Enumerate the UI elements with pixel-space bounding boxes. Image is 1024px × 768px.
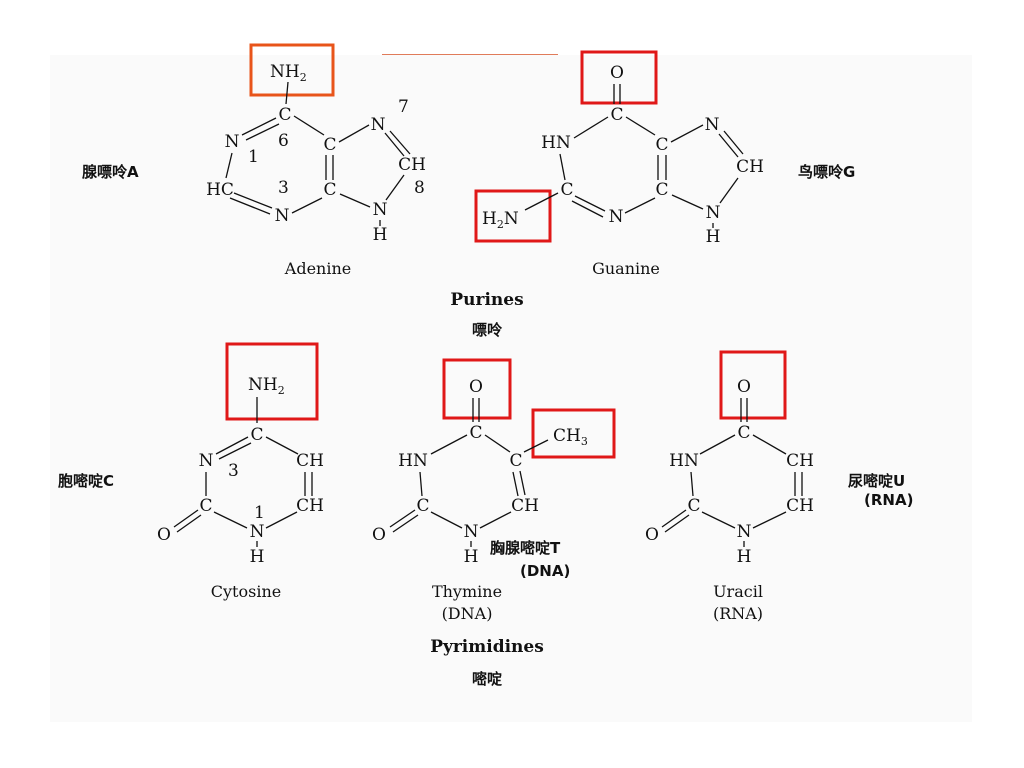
uracil-label-cn-note: (RNA) xyxy=(864,491,913,509)
adenine-position-8: 8 xyxy=(414,178,425,198)
adenine-atom-c4: C xyxy=(323,180,336,200)
thymine-atom-o: O xyxy=(372,525,386,545)
cytosine-position-1: 1 xyxy=(254,503,265,523)
adenine-atom-c6: C xyxy=(278,105,291,125)
cytosine-amino-highlight xyxy=(225,342,319,421)
uracil-carbonyl-highlight xyxy=(719,350,787,420)
cytosine-atom-c4: C xyxy=(250,425,263,445)
adenine-atom-h9: H xyxy=(373,225,388,245)
adenine-atom-ch8: CH xyxy=(398,155,426,175)
thymine-atom-c2: C xyxy=(416,496,429,516)
thymine-label-cn-note: (DNA) xyxy=(520,562,570,580)
cytosine-atom-o: O xyxy=(157,525,171,545)
pyrimidines-title: Pyrimidines xyxy=(430,637,544,657)
thymine-atom-n1: N xyxy=(464,522,479,542)
adenine-label-cn: 腺嘌呤A xyxy=(82,163,139,181)
pyrimidines-title-cn: 嘧啶 xyxy=(472,670,502,688)
uracil-atom-ch5: CH xyxy=(786,451,814,471)
uracil-name-note: (RNA) xyxy=(713,604,763,623)
adenine-structure: NH2 C N HC N C C N CH N H 1 3 6 7 8 xyxy=(206,43,426,245)
guanine-atom-h9: H xyxy=(706,227,721,247)
thymine-atom-hn3: HN xyxy=(398,451,428,471)
purines-title-cn: 嘌呤 xyxy=(472,321,503,339)
uracil-atom-o-top: O xyxy=(737,377,751,397)
adenine-atom-hc2: HC xyxy=(206,180,234,200)
cytosine-structure: NH2 C N CH CH C O N H 3 1 xyxy=(157,342,324,567)
cytosine-atom-ch5: CH xyxy=(296,451,324,471)
adenine-position-7: 7 xyxy=(398,97,409,117)
adenine-amino-highlight xyxy=(249,43,335,97)
guanine-name: Guanine xyxy=(592,259,660,278)
guanine-atom-n3: N xyxy=(609,207,624,227)
adenine-atom-n7: N xyxy=(371,115,386,135)
guanine-amino-highlight xyxy=(474,189,552,243)
adenine-atom-c5: C xyxy=(323,135,336,155)
cytosine-atom-ch6: CH xyxy=(296,496,324,516)
guanine-structure: O C HN C H2N N C C N CH N H xyxy=(474,50,764,247)
uracil-atom-h1: H xyxy=(737,547,752,567)
adenine-position-1: 1 xyxy=(248,147,259,167)
uracil-structure: O C HN CH CH C O N H xyxy=(645,350,814,567)
guanine-atom-o: O xyxy=(610,63,624,83)
cytosine-atom-n1: N xyxy=(250,522,265,542)
uracil-atom-ch6: CH xyxy=(786,496,814,516)
guanine-atom-h2n: H2N xyxy=(482,209,519,231)
thymine-label-cn: 胸腺嘧啶T xyxy=(490,539,561,557)
guanine-atom-c5: C xyxy=(655,135,668,155)
uracil-atom-c2: C xyxy=(687,496,700,516)
adenine-name: Adenine xyxy=(284,259,351,278)
thymine-carbonyl-highlight xyxy=(442,358,512,420)
uracil-atom-c4: C xyxy=(737,423,750,443)
thymine-name-note: (DNA) xyxy=(442,604,493,623)
thymine-atom-ch6: CH xyxy=(511,496,539,516)
guanine-atom-hn1: HN xyxy=(541,133,571,153)
adenine-position-6: 6 xyxy=(278,131,289,151)
thymine-name: Thymine xyxy=(432,582,502,601)
guanine-atom-c4: C xyxy=(655,180,668,200)
cytosine-position-3: 3 xyxy=(228,461,239,481)
cytosine-atom-h1: H xyxy=(250,547,265,567)
adenine-position-3: 3 xyxy=(278,178,289,198)
thymine-structure: O C CH3 HN C CH C O N H xyxy=(372,358,616,567)
cytosine-label-cn: 胞嘧啶C xyxy=(57,472,114,490)
thymine-atom-c5: C xyxy=(509,451,522,471)
adenine-atom-nh2: NH2 xyxy=(270,62,307,84)
uracil-atom-o: O xyxy=(645,525,659,545)
guanine-atom-c2: C xyxy=(560,180,573,200)
thymine-methyl-highlight xyxy=(531,408,616,459)
uracil-atom-n1: N xyxy=(737,522,752,542)
guanine-label-cn: 鸟嘌呤G xyxy=(798,163,855,181)
purines-title: Purines xyxy=(450,290,523,310)
thymine-atom-h1: H xyxy=(464,547,479,567)
adenine-atom-n3: N xyxy=(275,206,290,226)
cytosine-name: Cytosine xyxy=(211,582,281,601)
guanine-atom-n9: N xyxy=(706,203,721,223)
adenine-atom-n1: N xyxy=(225,132,240,152)
uracil-name: Uracil xyxy=(713,582,763,601)
thymine-atom-ch3: CH3 xyxy=(553,426,588,448)
guanine-carbonyl-highlight xyxy=(580,50,658,105)
cytosine-atom-nh2: NH2 xyxy=(248,375,285,397)
uracil-atom-hn3: HN xyxy=(669,451,699,471)
header-divider-line xyxy=(382,54,558,55)
guanine-atom-n7: N xyxy=(705,115,720,135)
cytosine-atom-c2: C xyxy=(199,496,212,516)
guanine-atom-c6: C xyxy=(610,105,623,125)
guanine-atom-ch8: CH xyxy=(736,157,764,177)
uracil-label-cn: 尿嘧啶U xyxy=(848,472,905,490)
cytosine-atom-n3: N xyxy=(199,451,214,471)
adenine-atom-n9: N xyxy=(373,200,388,220)
thymine-atom-o-top: O xyxy=(469,377,483,397)
thymine-atom-c4: C xyxy=(469,423,482,443)
